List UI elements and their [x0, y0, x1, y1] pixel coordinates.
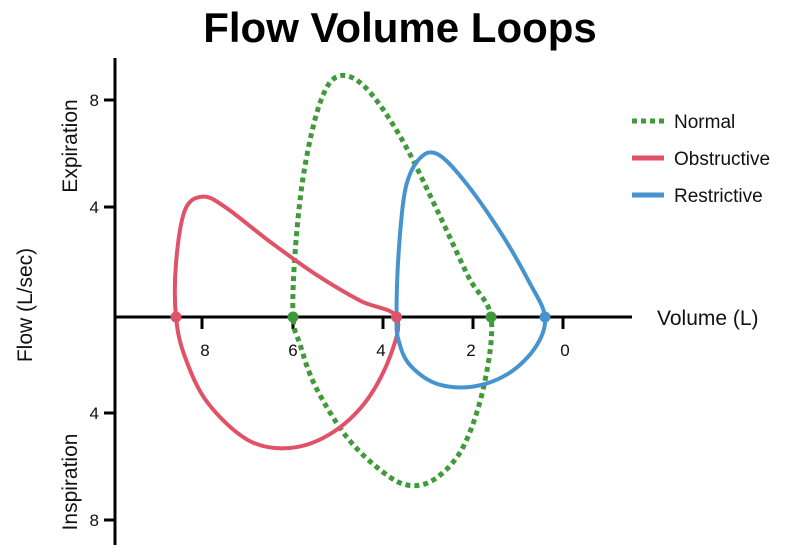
- axis-point-normal-3: [485, 311, 497, 323]
- legend: Normal Obstructive Restrictive: [632, 112, 770, 207]
- x-tick-label-2: 2: [466, 341, 475, 360]
- x-axis-title: Volume (L): [657, 307, 759, 330]
- legend-label-obstructive: Obstructive: [674, 149, 770, 170]
- axis-point-restrictive-4: [539, 311, 551, 323]
- y-region-label-expiration: Expiration: [59, 99, 82, 192]
- y-tick-label-lower-8: 8: [90, 511, 99, 530]
- y-tick-label-upper-8: 8: [90, 91, 99, 110]
- x-tick-label-4: 4: [376, 341, 385, 360]
- legend-label-normal: Normal: [674, 112, 735, 133]
- legend-label-restrictive: Restrictive: [674, 186, 763, 207]
- x-tick-label-6: 6: [288, 341, 297, 360]
- chart-title: Flow Volume Loops: [203, 4, 597, 51]
- series-restrictive-curve: [394, 150, 548, 390]
- axis-point-obstructive-2: [391, 311, 402, 323]
- x-tick-label-8: 8: [200, 341, 209, 360]
- y-tick-label-lower-4: 4: [90, 404, 99, 423]
- y-axis-title: Flow (L/sec): [14, 248, 37, 362]
- series-obstructive-curve: [172, 194, 401, 451]
- axis-intersection-points: [170, 311, 551, 323]
- axis-point-normal-1: [287, 311, 299, 323]
- series-layer: [172, 72, 548, 489]
- axis-point-obstructive-0: [170, 311, 182, 323]
- y-region-label-inspiration: Inspiration: [59, 434, 82, 531]
- y-tick-label-upper-4: 4: [90, 198, 99, 217]
- x-tick-label-0: 0: [560, 341, 569, 360]
